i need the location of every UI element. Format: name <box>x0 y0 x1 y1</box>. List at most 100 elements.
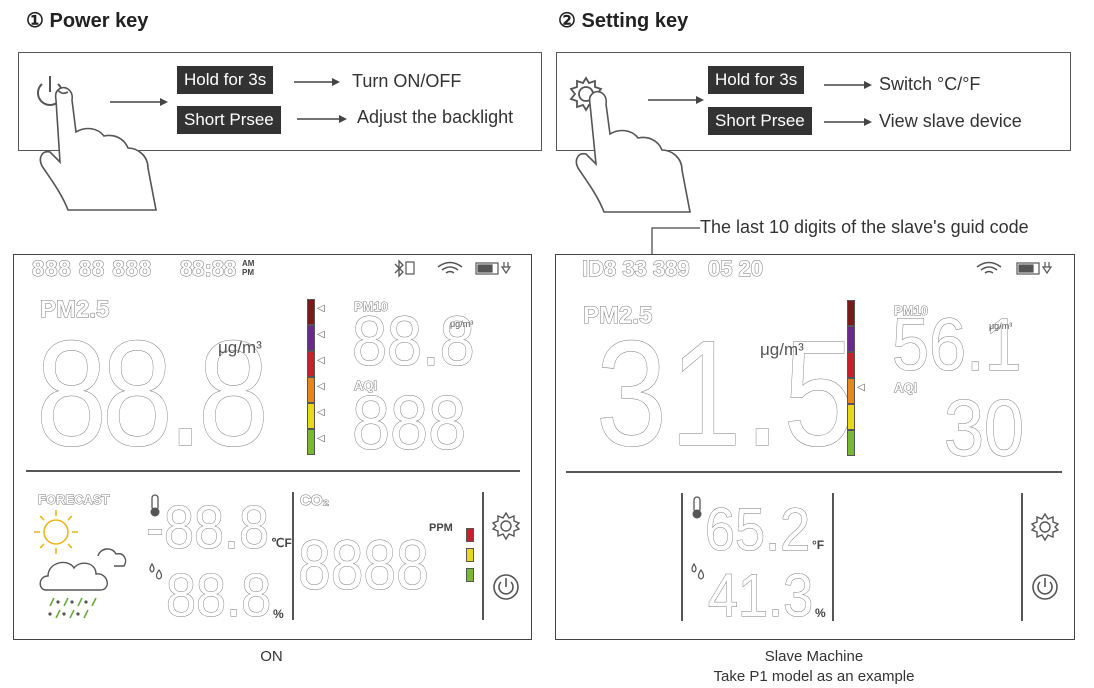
bottom-divider-right <box>482 492 484 620</box>
forecast-illustration <box>34 510 127 619</box>
color-segment <box>847 430 855 456</box>
power-hold-action: Turn ON/OFF <box>352 71 462 91</box>
level-pointer-icon: ◁ <box>317 329 325 340</box>
humidity-icon <box>149 562 163 580</box>
humidity-icon <box>691 562 705 580</box>
power-short-action: Adjust the backlight <box>357 107 514 127</box>
color-segment <box>847 300 855 326</box>
ppm-label: PPM <box>429 522 453 534</box>
slave-pm10-label: PM10 <box>894 303 929 319</box>
pointing-hand-icon <box>39 86 157 211</box>
bottom-divider-left <box>292 492 294 620</box>
setting-hold-arrow <box>824 81 872 89</box>
co2-value: 8888 <box>298 526 430 604</box>
left-caption: ON <box>260 648 283 665</box>
slave-status-icons <box>976 261 1053 275</box>
setting-key-title: ② Setting key <box>558 10 689 32</box>
date-digits: 888 88 888 <box>31 256 153 282</box>
humidity-unit: % <box>273 607 284 621</box>
color-segment <box>847 352 855 378</box>
slave-lcd-divider <box>566 471 1062 473</box>
slave-pm10-value: 56.1 <box>892 303 1023 386</box>
setting-hold-action: Switch °C/°F <box>879 74 981 94</box>
right-caption-line2: Take P1 model as an example <box>713 668 915 685</box>
setting-hand-illustration <box>569 76 691 213</box>
level-pointer-icon: ◁ <box>857 382 865 393</box>
aqi-label: AQI <box>353 378 378 394</box>
temperature-unit: ℃F <box>271 536 292 550</box>
right-caption-line1: Slave Machine <box>764 648 864 665</box>
rain-drops <box>49 597 97 619</box>
color-segment <box>847 404 855 430</box>
power-hold-arrow <box>294 78 340 86</box>
slave-humidity-value: 41.3 <box>708 562 814 629</box>
snow-dots <box>48 600 88 616</box>
color-segment <box>307 299 315 325</box>
slave-bottom-divider-right <box>1021 493 1023 621</box>
slave-temperature-value: 65.2 <box>705 496 811 563</box>
temperature-value: -88.8 <box>146 494 270 561</box>
power-key-box <box>18 52 542 151</box>
pm-label: PM <box>242 268 254 277</box>
am-label: AM <box>242 259 255 268</box>
color-segment <box>307 429 315 455</box>
slave-aqi-value: 30 <box>944 383 1025 472</box>
setting-hold-label: Hold for 3s <box>708 66 805 94</box>
bluetooth-icon <box>394 259 404 278</box>
bt-digit-box <box>405 261 415 275</box>
slave-pm10-unit: μg/m³ <box>989 321 1013 331</box>
slave-temperature-unit: °F <box>812 538 825 552</box>
power-arrow-main <box>110 98 168 106</box>
gear-icon[interactable] <box>1029 511 1061 543</box>
pm10-label: PM10 <box>354 299 389 315</box>
slave-aqi-label: AQI <box>893 380 918 396</box>
pm10-unit: μg/m³ <box>450 319 474 329</box>
color-segment <box>466 548 474 562</box>
color-segment <box>847 378 855 404</box>
power-short-label: Short Prsee <box>177 106 281 134</box>
color-segment <box>307 377 315 403</box>
guid-pointer-line <box>651 227 700 262</box>
setting-short-action: View slave device <box>879 111 1022 131</box>
color-segment <box>466 568 474 582</box>
power-hand-illustration <box>37 76 157 211</box>
level-pointer-icon: ◁ <box>317 303 325 314</box>
forecast-label: FORECAST <box>38 492 110 508</box>
clock-digits: 88:88 <box>179 256 237 282</box>
slave-unit-lcd <box>555 254 1075 640</box>
slave-pm25-unit: μg/m³ <box>760 340 804 359</box>
gear-icon[interactable] <box>490 510 522 542</box>
power-short-arrow <box>297 115 347 123</box>
level-pointer-icon: ◁ <box>317 355 325 366</box>
status-icons <box>394 259 512 278</box>
slave-id-digits: ID8 33 389 05 20 <box>581 256 764 282</box>
setting-key-box <box>556 52 1071 151</box>
guid-note: The last 10 digits of the slave's guid c… <box>700 217 1029 237</box>
co2-label: CO₂ <box>299 492 330 510</box>
pm25-value: 88.8 <box>36 309 270 477</box>
pm10-value: 88.8 <box>352 302 476 380</box>
humidity-value: 88.8 <box>166 562 272 629</box>
color-segment <box>847 326 855 352</box>
color-segment <box>307 351 315 377</box>
slave-pm25-label: PM2.5 <box>582 302 653 330</box>
power-icon[interactable] <box>1030 572 1060 602</box>
thermometer-icon <box>692 496 702 519</box>
level-pointer-icon: ◁ <box>317 433 325 444</box>
thermometer-icon <box>150 494 160 517</box>
am-pm-indicator: AM PM <box>242 259 254 277</box>
aqi-value: 888 <box>352 381 467 466</box>
cloud-rain-icon <box>39 548 127 591</box>
setting-short-arrow <box>824 118 872 126</box>
color-segment <box>307 403 315 429</box>
pm25-unit: μg/m³ <box>218 338 262 357</box>
pm25-label: PM2.5 <box>39 296 110 324</box>
power-icon[interactable] <box>491 572 521 602</box>
battery-icon <box>1016 262 1053 275</box>
setting-arrow-main <box>648 96 704 104</box>
slave-bottom-divider-mid <box>832 493 834 621</box>
level-pointer-icon: ◁ <box>317 381 325 392</box>
slave-bottom-divider-left <box>681 493 683 621</box>
pointing-hand-icon <box>575 90 691 213</box>
setting-short-label: Short Prsee <box>708 107 812 135</box>
